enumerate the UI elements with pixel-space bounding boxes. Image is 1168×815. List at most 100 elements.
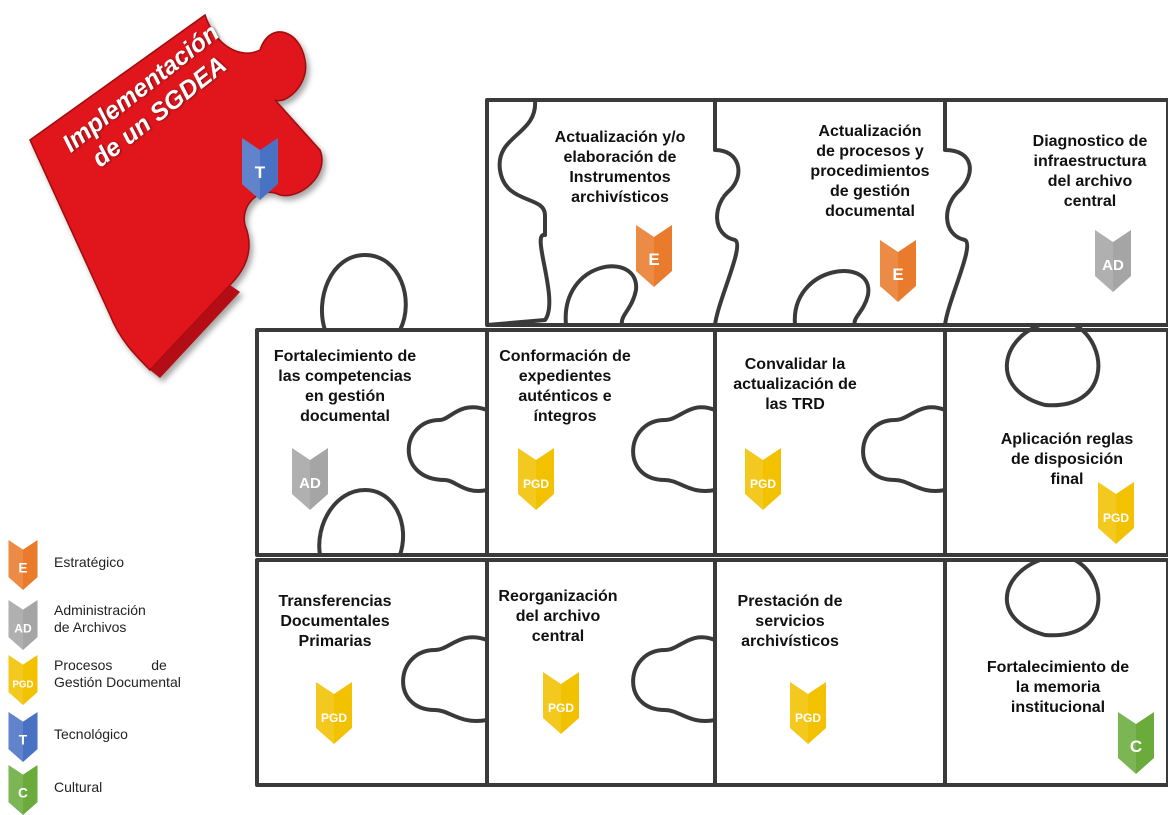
piece-label-line: final [1050, 471, 1084, 488]
piece-label-line: en gestión [304, 388, 385, 405]
badge-e-icon: E [636, 225, 672, 287]
piece-label-line: infraestructura [1033, 153, 1147, 170]
piece-label-line: Fortalecimiento de [986, 659, 1130, 676]
piece-label-line: Diagnostico de [1032, 133, 1148, 150]
piece-label-line: del archivo [1047, 173, 1133, 190]
svg-text:E: E [648, 250, 659, 269]
badge-c-icon: C [1118, 712, 1154, 774]
badge-ad-icon: AD [1095, 230, 1131, 292]
legend-label-line: Tecnológico [54, 726, 128, 742]
svg-text:PGD: PGD [548, 701, 574, 715]
piece-label-disposicion: Aplicación reglas de disposición final [982, 430, 1152, 490]
svg-text:PGD: PGD [13, 679, 34, 690]
piece-label-competencias: Fortalecimiento de las competencias en ges… [255, 347, 435, 427]
piece-label-line: Aplicación reglas [1000, 431, 1134, 448]
legend-label: Tecnológico [54, 726, 204, 743]
piece-label-line: central [1063, 193, 1117, 210]
svg-text:AD: AD [299, 475, 321, 492]
legend-label-line: Procesos de [54, 657, 167, 673]
piece-label-line: documental [300, 408, 390, 425]
badge-pgd-icon: PGD [316, 682, 352, 744]
legend-label-line: Cultural [54, 779, 103, 795]
puzzle-outlines [255, 98, 1168, 787]
piece-label-line: Reorganización [498, 588, 618, 605]
svg-text:E: E [18, 560, 27, 575]
piece-label-prestacion: Prestación de servicios archivísticos [700, 592, 880, 652]
piece-label-line: Prestación de [737, 593, 843, 610]
piece-label-line: Fortalecimiento de [273, 348, 417, 365]
svg-text:AD: AD [1102, 257, 1124, 274]
piece-label-line: documental [825, 203, 915, 220]
piece-label-line: Actualización y/o [554, 129, 686, 146]
red-title-piece [29, 13, 323, 378]
piece-label-line: Conformación de [499, 348, 631, 365]
legend-label: Estratégico [54, 554, 204, 571]
legend-badge-pgd-icon: PGD [8, 655, 38, 705]
legend-badge-c-icon: C [8, 765, 38, 815]
piece-label-line: auténticos e [518, 388, 612, 405]
badge-pgd-icon: PGD [543, 672, 579, 734]
piece-label-line: archivísticos [571, 189, 669, 206]
svg-text:PGD: PGD [523, 477, 549, 491]
svg-text:C: C [1130, 737, 1142, 756]
svg-text:PGD: PGD [750, 477, 776, 491]
badge-pgd-icon: PGD [1098, 482, 1134, 544]
badge-ad-icon: AD [292, 448, 328, 510]
piece-label-line: Actualización [818, 123, 922, 140]
piece-label-line: Transferencias [278, 593, 392, 610]
piece-label-line: Instrumentos [569, 169, 671, 186]
piece-label-expedientes: Conformación de expedientes auténticos e ín… [475, 347, 655, 427]
legend-badge-t-icon: T [8, 712, 38, 762]
piece-label-line: expedientes [518, 368, 612, 385]
piece-label-line: actualización de [733, 376, 857, 393]
piece-label-line: procedimientos [810, 163, 930, 180]
piece-label-reorganizacion: Reorganización del archivo central [468, 587, 648, 647]
svg-text:PGD: PGD [1103, 511, 1129, 525]
piece-label-line: de disposición [1010, 451, 1123, 468]
piece-label-line: las competencias [278, 368, 412, 385]
piece-label-line: archivísticos [741, 633, 839, 650]
piece-label-line: Convalidar la [744, 356, 846, 373]
svg-text:E: E [892, 265, 903, 284]
piece-label-line: Primarias [298, 633, 372, 650]
badge-e-icon: E [880, 240, 916, 302]
svg-text:C: C [18, 785, 28, 800]
legend-label-line: Administración [54, 602, 146, 618]
piece-label-line: las TRD [765, 396, 825, 413]
piece-label-diagnostico: Diagnostico de infraestructura del archivo… [1000, 132, 1168, 212]
legend-badge-e-icon: E [8, 540, 38, 590]
piece-label-line: del archivo [515, 608, 601, 625]
piece-label-line: Documentales [280, 613, 390, 630]
piece-label-instrumentos: Actualización y/o elaboración de Instrumen… [520, 128, 720, 208]
legend-badge-ad-icon: AD [8, 600, 38, 650]
piece-label-trd: Convalidar la actualización de las TRD [710, 355, 880, 415]
piece-label-line: servicios [755, 613, 825, 630]
badge-pgd-icon: PGD [790, 682, 826, 744]
svg-text:PGD: PGD [321, 711, 347, 725]
svg-text:T: T [19, 732, 28, 747]
badge-t-icon: T [242, 138, 278, 200]
piece-outline-instrumentos [485, 98, 552, 327]
legend-label: Cultural [54, 779, 204, 796]
svg-text:T: T [255, 163, 266, 182]
svg-text:AD: AD [14, 621, 32, 635]
piece-label-line: íntegros [533, 408, 597, 425]
piece-label-line: de procesos y [816, 143, 924, 160]
piece-label-memoria: Fortalecimiento de la memoria instituciona… [958, 658, 1158, 718]
badge-pgd-icon: PGD [518, 448, 554, 510]
svg-text:PGD: PGD [795, 711, 821, 725]
legend-label-line: Gestión Documental [54, 674, 181, 690]
piece-label-line: de gestión [829, 183, 910, 200]
legend-label-line: Estratégico [54, 554, 125, 570]
piece-label-line: institucional [1010, 699, 1106, 716]
piece-label-line: la memoria [1015, 679, 1101, 696]
legend-label-line: de Archivos [54, 619, 127, 635]
piece-label-procesos: Actualización de procesos y procedimientos… [770, 122, 970, 222]
badge-pgd-icon: PGD [745, 448, 781, 510]
piece-label-line: central [531, 628, 585, 645]
piece-label-line: elaboración de [563, 149, 677, 166]
